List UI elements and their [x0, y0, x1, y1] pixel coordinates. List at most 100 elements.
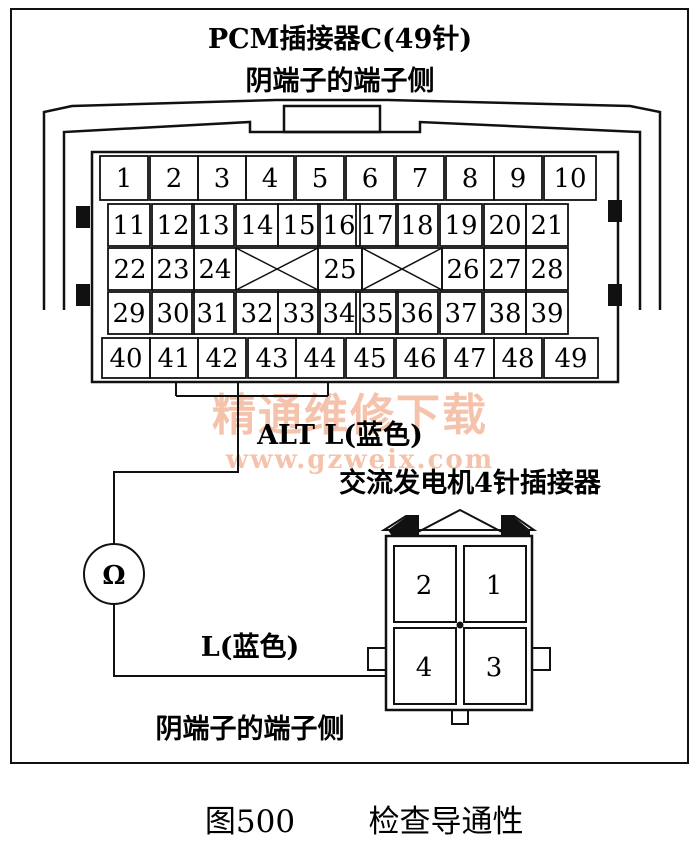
pcm-blank-cross [361, 247, 443, 291]
alternator-pin-label: 3 [486, 653, 503, 683]
alternator-pin-cell-4 [393, 627, 457, 705]
figure-caption: 检查导通性 [369, 804, 524, 840]
pcm-pin-label: 4 [262, 164, 279, 194]
pcm-pin-label: 28 [530, 255, 563, 285]
pcm-latches [76, 200, 622, 306]
alternator-pin-cell-1 [463, 545, 527, 623]
pcm-pin-label: 41 [157, 344, 190, 374]
pcm-pin-cell [295, 155, 345, 201]
pcm-lock-tab [282, 104, 382, 134]
pcm-pin-label: 42 [205, 344, 238, 374]
pcm-pin-cell [277, 203, 321, 247]
alternator-connector [367, 508, 551, 725]
pcm-inner-shell [62, 120, 642, 310]
pcm-pin-cell [277, 291, 321, 335]
pcm-pin-cell [317, 203, 361, 247]
pcm-pin-cell [191, 203, 235, 247]
ohm-symbol: Ω [102, 561, 125, 591]
pcm-pin-cell [439, 203, 483, 247]
pcm-pin-label: 49 [554, 344, 587, 374]
pcm-pin-label: 11 [112, 211, 145, 241]
pcm-pin-label: 39 [530, 299, 563, 329]
pcm-pin-label: 20 [488, 211, 521, 241]
pcm-pin-cell [493, 337, 543, 379]
pcm-pin-label: 45 [353, 344, 386, 374]
pcm-pin-cell [355, 203, 399, 247]
alternator-bottom-tab [451, 709, 469, 725]
alternator-pin-label: 1 [486, 571, 503, 601]
wire-alt-l-label: ALT L(蓝色) [256, 419, 423, 451]
pcm-pin-label: 2 [166, 164, 183, 194]
pcm-pin-label: 26 [446, 255, 479, 285]
pcm-pin-cell [107, 203, 151, 247]
alternator-pin-label: 2 [416, 571, 433, 601]
test-wiring [83, 382, 386, 677]
alternator-pin-cell-3 [463, 627, 527, 705]
pcm-pin-label: 14 [240, 211, 273, 241]
pcm-pin-label: 22 [113, 255, 146, 285]
pcm-pin-cell [395, 155, 445, 201]
pcm-pin-label: 36 [400, 299, 433, 329]
pcm-latch-right-top [608, 200, 622, 222]
pcm-pin-label: 5 [312, 164, 329, 194]
pcm-pin-label: 40 [109, 344, 142, 374]
wire-alt-l [113, 396, 239, 544]
pcm-pin-label: 47 [453, 344, 486, 374]
pcm-pin-label: 27 [488, 255, 521, 285]
pcm-pin-cell [245, 155, 295, 201]
pcm-pin-label: 7 [412, 164, 429, 194]
pcm-pin-cell [191, 291, 235, 335]
pcm-pin-cell [295, 337, 345, 379]
pcm-title: PCM插接器C(49针) [208, 24, 472, 55]
pcm-pin-label: 6 [362, 164, 379, 194]
pcm-pin-cell [493, 155, 543, 201]
pcm-pin-field [90, 150, 620, 384]
alternator-latch-right [502, 517, 530, 536]
pcm-pin-cell [197, 337, 247, 379]
pcm-pin-label: 9 [510, 164, 527, 194]
watermark-url: www.gzweix.com [225, 445, 495, 475]
alternator-key-arch [417, 508, 503, 533]
pcm-pin-cell [317, 291, 361, 335]
pcm-pin-cell [525, 247, 569, 291]
pcm-pin-label: 19 [444, 211, 477, 241]
pcm-pin-cell [151, 203, 195, 247]
pcm-pin-cell [395, 337, 445, 379]
pcm-pin-label: 48 [501, 344, 534, 374]
pcm-pin-label: 8 [462, 164, 479, 194]
pcm-pin-label: 38 [488, 299, 521, 329]
pcm-pin-label: 21 [530, 211, 563, 241]
pcm-pin-label: 16 [322, 211, 355, 241]
pcm-pin-cell [151, 291, 195, 335]
pcm-pin-label: 35 [360, 299, 393, 329]
pcm-latch-left-bottom [76, 284, 90, 306]
pcm-pin-cell [355, 291, 399, 335]
pcm-subtitle: 阴端子的端子侧 [246, 65, 435, 97]
diagram-frame [10, 8, 689, 764]
watermark-title: 精通维修下载 [212, 390, 488, 441]
pcm-pin-label: 32 [240, 299, 273, 329]
pcm-pin-label: 10 [553, 164, 586, 194]
pcm-latch-right-bottom [608, 284, 622, 306]
pcm-pin-label: 1 [116, 164, 133, 194]
pcm-connector [42, 98, 662, 384]
pcm-latch-left-top [76, 206, 90, 228]
wire-l-label: L(蓝色) [201, 631, 300, 663]
wire-l [113, 604, 386, 677]
pcm-blank-cross [235, 247, 319, 291]
pcm-pin-label: 44 [303, 344, 336, 374]
pcm-pin-label: 12 [156, 211, 189, 241]
alternator-latch-left [388, 517, 418, 536]
alternator-pin-label: 4 [416, 653, 433, 683]
pcm-pin-cell [543, 155, 597, 201]
alternator-side-label: 阴端子的端子侧 [156, 713, 345, 745]
alternator-side-tab-right [531, 647, 551, 671]
pcm-pin-label: 25 [323, 255, 356, 285]
pcm-pin-label: 13 [196, 211, 229, 241]
pcm-pin-label: 23 [156, 255, 189, 285]
pcm-pin-label: 24 [198, 255, 231, 285]
pcm-pin-cell [345, 155, 395, 201]
alternator-connector-title: 交流发电机4针插接器 [339, 467, 602, 499]
